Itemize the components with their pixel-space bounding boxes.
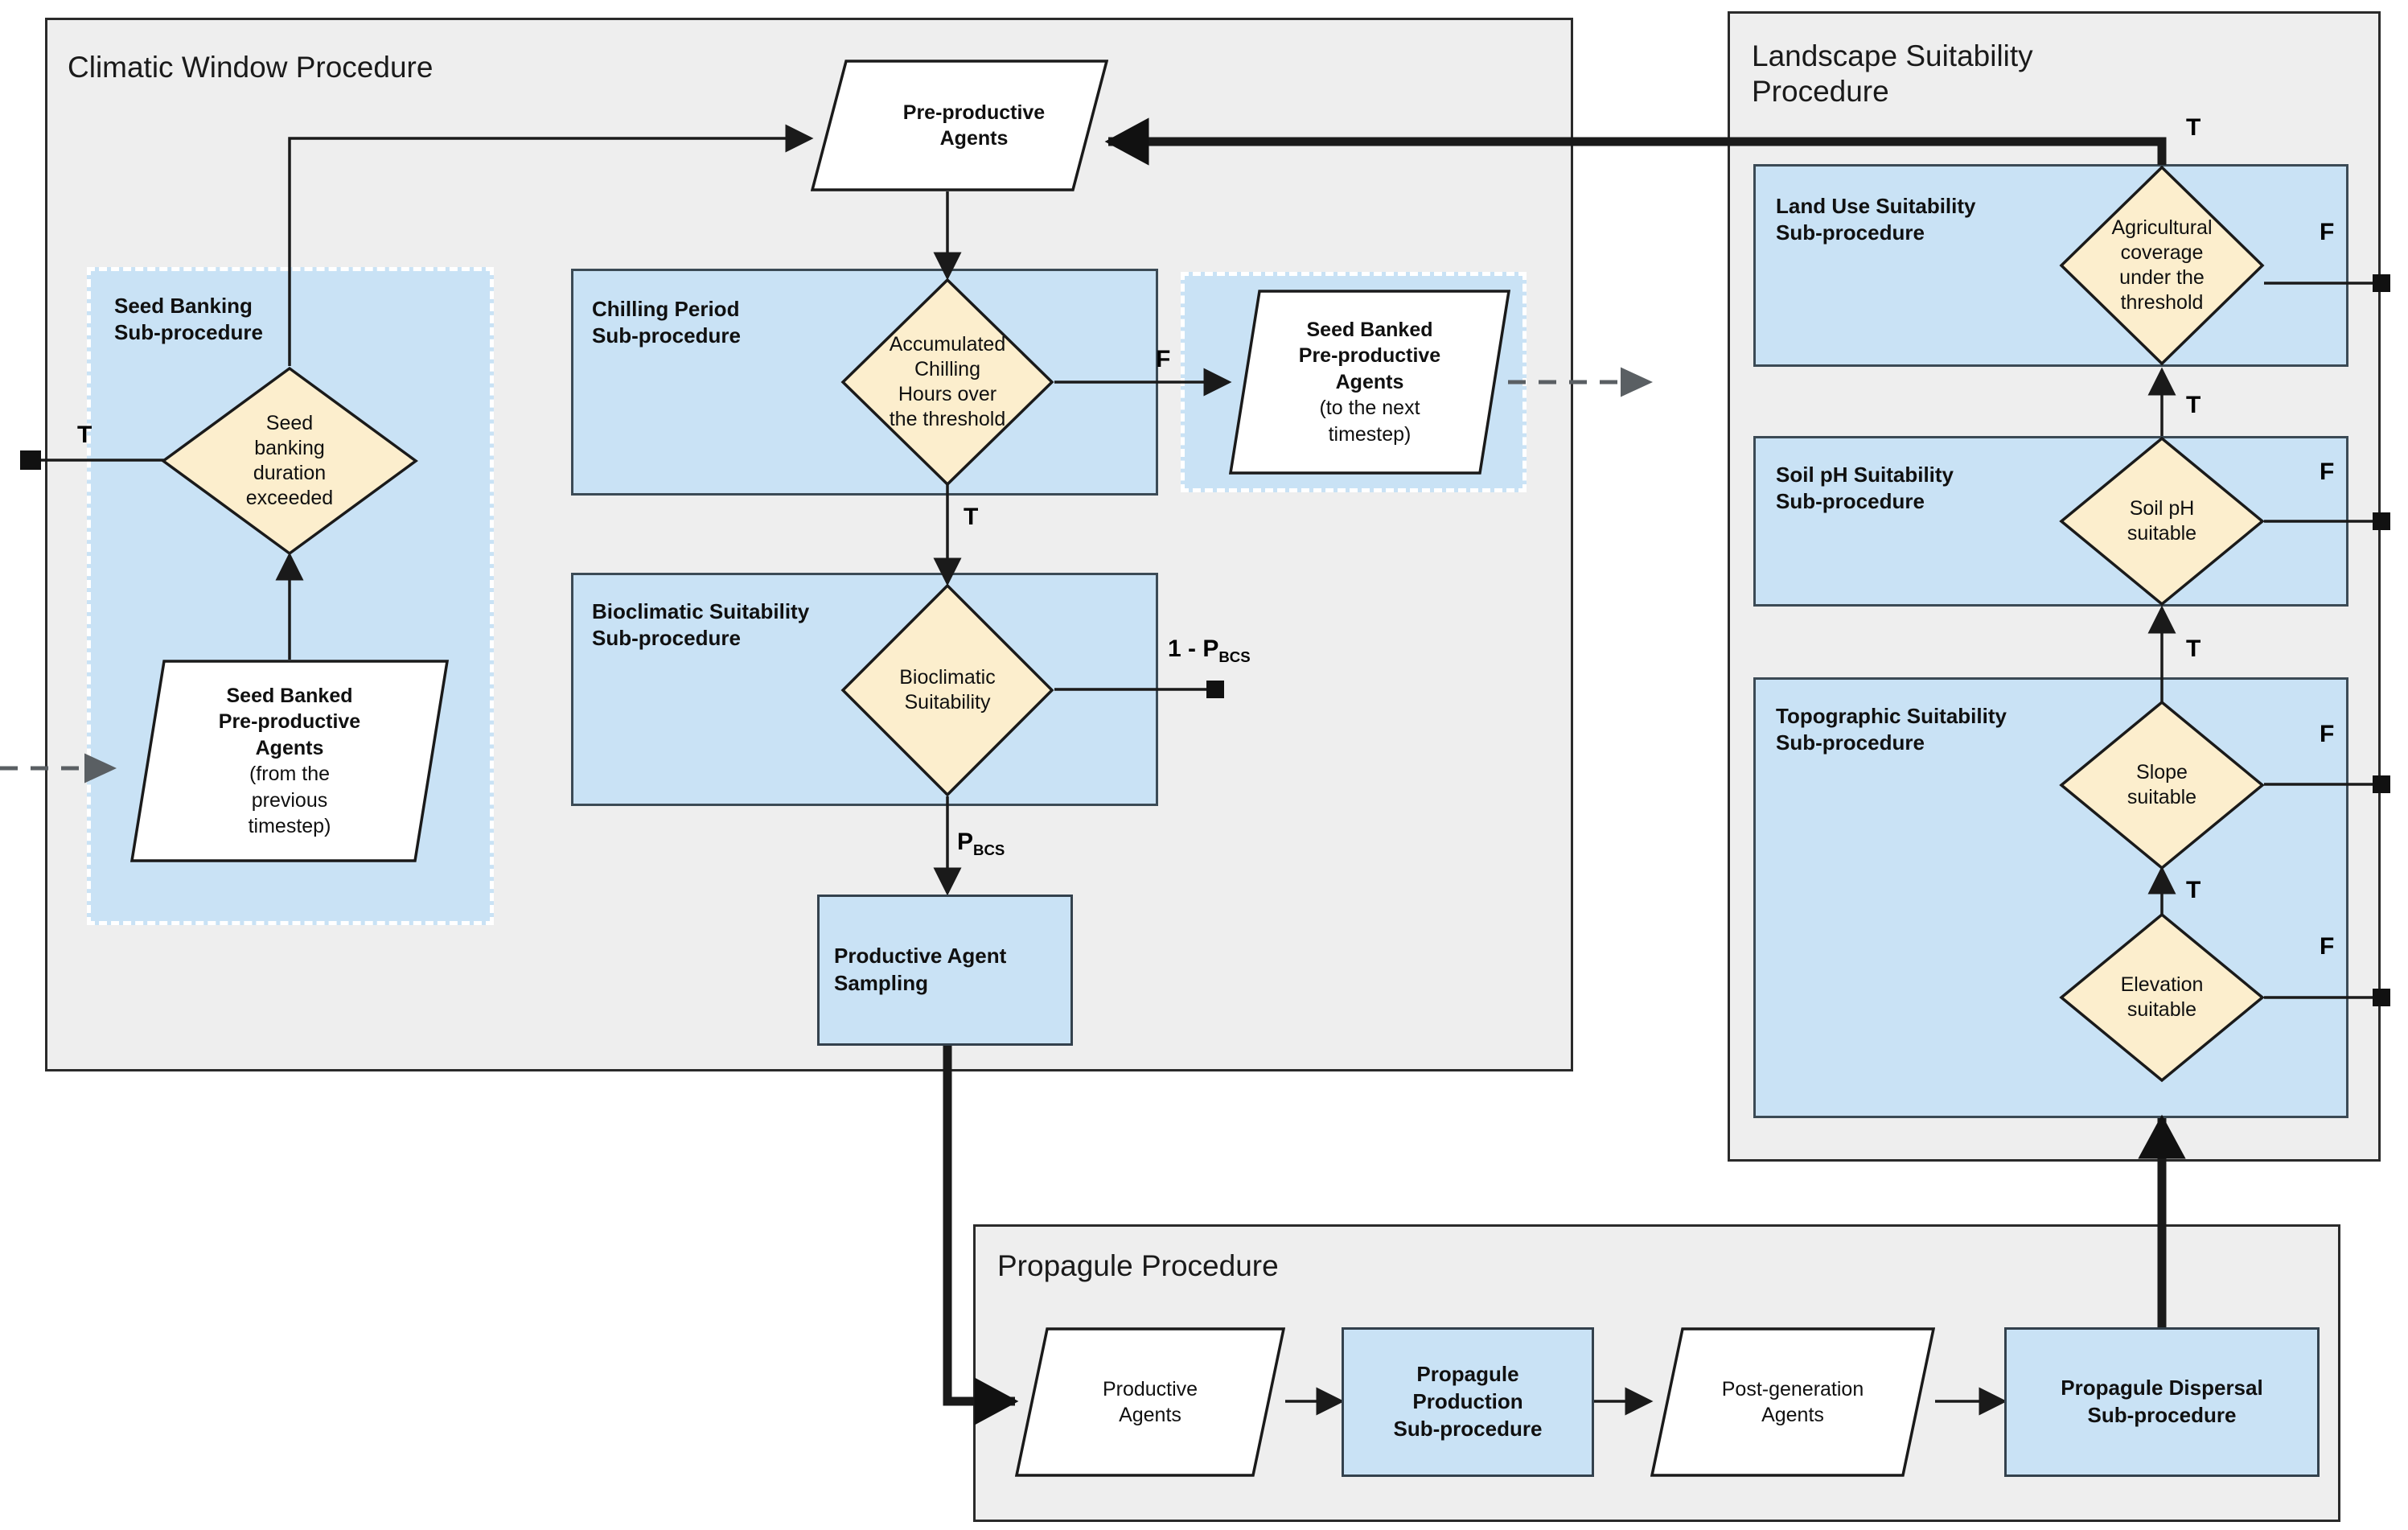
subproc-title-land-use: Land Use Suitability Sub-procedure bbox=[1776, 194, 1976, 245]
node-propagule-dispersal[interactable]: Propagule Dispersal Sub-procedure bbox=[2004, 1327, 2320, 1477]
edge-label-bioclimatic-false: 1 - PBCS bbox=[1168, 635, 1251, 666]
subproc-title-topographic: Topographic Suitability Sub-procedure bbox=[1776, 704, 2007, 755]
decision-slope-suitable[interactable]: Slope suitable bbox=[2059, 700, 2265, 870]
panel-title-climatic: Climatic Window Procedure bbox=[68, 51, 434, 84]
edge-label-text: 1 - P bbox=[1168, 635, 1219, 662]
decision-elevation-suitable[interactable]: Elevation suitable bbox=[2059, 912, 2265, 1083]
edge-label-land-use-false: F bbox=[2320, 219, 2335, 245]
node-pre-productive-agents[interactable]: Pre-productive Agents bbox=[811, 60, 1108, 191]
subproc-title-bioclimatic: Bioclimatic Suitability Sub-procedure bbox=[592, 599, 810, 650]
panel-title-landscape: Landscape Suitability Procedure bbox=[1752, 39, 2033, 109]
edge-label-text: P bbox=[957, 829, 974, 855]
decision-soil-ph-suitable[interactable]: Soil pH suitable bbox=[2059, 436, 2265, 607]
edge-label-bioclimatic-true: PBCS bbox=[957, 829, 1005, 859]
node-productive-agents[interactable]: Productive Agents bbox=[1015, 1327, 1285, 1477]
node-propagule-production[interactable]: Propagule Production Sub-procedure bbox=[1342, 1327, 1594, 1477]
edge-label-soil-ph-true: T bbox=[2186, 635, 2201, 662]
edge-label-slope-true: T bbox=[2186, 877, 2201, 903]
edge-label-elevation-false: F bbox=[2320, 933, 2335, 960]
edge-label-seed-banking-true: T bbox=[77, 422, 92, 448]
edge-label-subscript: BCS bbox=[1218, 648, 1251, 665]
panel-title-propagule: Propagule Procedure bbox=[997, 1249, 1279, 1282]
node-seed-banked-next[interactable]: Seed Banked Pre-productive Agents (to th… bbox=[1229, 290, 1510, 475]
node-productive-agent-sampling[interactable]: Productive Agent Sampling bbox=[817, 895, 1073, 1046]
edge-label-slope-false: F bbox=[2320, 721, 2335, 747]
decision-seed-banking-duration[interactable]: Seed banking duration exceeded bbox=[161, 366, 418, 556]
edge-label-land-use-true-top: T bbox=[2186, 114, 2201, 141]
edge-label-chilling-true: T bbox=[964, 504, 979, 530]
decision-bioclimatic-suitability[interactable]: Bioclimatic Suitability bbox=[840, 583, 1054, 797]
subproc-title-seed-banking: Seed Banking Sub-procedure bbox=[114, 294, 263, 344]
node-seed-banked-previous[interactable]: Seed Banked Pre-productive Agents (from … bbox=[130, 660, 449, 862]
edge-label-subscript: BCS bbox=[973, 841, 1005, 858]
subproc-title-chilling-period: Chilling Period Sub-procedure bbox=[592, 297, 741, 348]
decision-accumulated-chilling-hours[interactable]: Accumulated Chilling Hours over the thre… bbox=[840, 278, 1054, 487]
node-post-generation-agents[interactable]: Post-generation Agents bbox=[1650, 1327, 1935, 1477]
subproc-title-soil-ph: Soil pH Suitability Sub-procedure bbox=[1776, 463, 1954, 513]
subproc-topographic bbox=[1753, 677, 2348, 1118]
edge-label-chilling-false: F bbox=[1156, 346, 1171, 372]
edge-label-land-use-true-bottom: T bbox=[2186, 392, 2201, 418]
edge-label-soil-ph-false: F bbox=[2320, 459, 2335, 485]
decision-agricultural-coverage[interactable]: Agricultural coverage under the threshol… bbox=[2059, 165, 2265, 366]
